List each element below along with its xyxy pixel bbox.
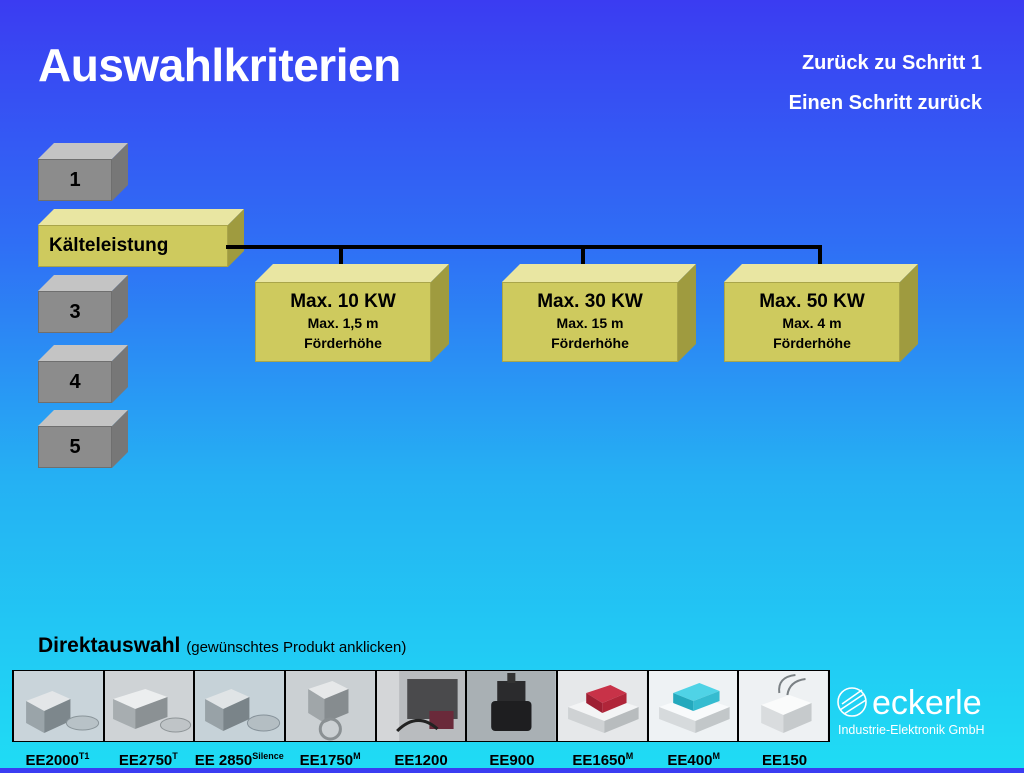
option-power: Max. 50 KW <box>759 291 865 312</box>
product-thumb-ee2750[interactable] <box>104 671 194 741</box>
product-suffix: T1 <box>78 751 90 761</box>
pump-image-icon <box>104 671 194 741</box>
option-power: Max. 10 KW <box>290 291 396 312</box>
product-name: EE400 <box>667 752 713 769</box>
step-current-kaelteleistung[interactable]: Kälteleistung <box>38 209 244 267</box>
box-side <box>112 345 128 403</box>
box-side <box>112 410 128 468</box>
product-name: EE1650 <box>572 752 626 769</box>
option-unit: Förderhöhe <box>304 335 382 351</box>
box-side <box>228 209 244 267</box>
box-side <box>112 143 128 201</box>
product-thumb-ee1200[interactable] <box>376 671 466 741</box>
step-3-label: 3 <box>38 291 112 333</box>
product-thumb-ee1650[interactable] <box>558 671 647 741</box>
step-current-label: Kälteleistung <box>38 225 228 267</box>
pump-image-icon <box>558 671 647 741</box>
box-top <box>38 143 128 159</box>
box-top <box>38 209 244 225</box>
option-30kw-button[interactable]: Max. 30 KW Max. 15 m Förderhöhe <box>502 264 696 362</box>
product-thumb-ee2000[interactable] <box>14 671 103 741</box>
product-label-ee2000[interactable]: EE2000T1 <box>12 744 103 769</box>
brand-name: eckerle <box>872 684 982 722</box>
pump-image-icon <box>648 671 738 741</box>
product-suffix: M <box>353 751 361 761</box>
direct-selection-heading: Direktauswahl (gewünschtes Produkt ankli… <box>38 634 406 658</box>
back-one-step-link[interactable]: Einen Schritt zurück <box>788 92 982 114</box>
product-label-ee2850[interactable]: EE 2850Silence <box>194 744 285 769</box>
back-to-step1-link[interactable]: Zurück zu Schritt 1 <box>801 52 982 74</box>
product-suffix: T <box>172 751 178 761</box>
box-side <box>900 264 918 362</box>
step-1-button[interactable]: 1 <box>38 143 128 201</box>
direct-selection-title: Direktauswahl <box>38 634 181 657</box>
product-name: EE150 <box>762 752 808 769</box>
brand-subtitle: Industrie-Elektronik GmbH <box>838 723 985 737</box>
pump-image-icon <box>14 671 103 741</box>
box-top <box>255 264 449 282</box>
page-title: Auswahlkriterien <box>38 39 401 91</box>
pump-image-icon <box>467 671 557 741</box>
option-10kw-button[interactable]: Max. 10 KW Max. 1,5 m Förderhöhe <box>255 264 449 362</box>
option-unit: Förderhöhe <box>773 335 851 351</box>
pump-image-icon <box>286 671 375 741</box>
product-label-row: EE2000T1 EE2750T EE 2850Silence EE1750M … <box>12 744 830 769</box>
product-suffix: Silence <box>252 751 284 761</box>
option-height: Max. 1,5 m <box>307 315 379 331</box>
step-5-button[interactable]: 5 <box>38 410 128 468</box>
direct-selection-hint: (gewünschtes Produkt anklicken) <box>186 639 407 656</box>
product-label-ee1750[interactable]: EE1750M <box>285 744 376 769</box>
box-top <box>502 264 696 282</box>
product-name: EE900 <box>489 752 535 769</box>
option-50kw-button[interactable]: Max. 50 KW Max. 4 m Förderhöhe <box>724 264 918 362</box>
option-unit: Förderhöhe <box>551 335 629 351</box>
option-face: Max. 50 KW Max. 4 m Förderhöhe <box>724 282 900 362</box>
product-thumb-ee150[interactable] <box>739 671 829 741</box>
product-label-ee2750[interactable]: EE2750T <box>103 744 194 769</box>
option-face: Max. 30 KW Max. 15 m Förderhöhe <box>502 282 678 362</box>
pump-image-icon <box>195 671 285 741</box>
product-label-ee1650[interactable]: EE1650M <box>557 744 648 769</box>
box-top <box>38 275 128 291</box>
product-suffix: M <box>712 751 720 761</box>
product-thumb-ee900[interactable] <box>467 671 557 741</box>
product-name: EE2000 <box>25 752 79 769</box>
box-top <box>38 345 128 361</box>
product-label-ee900[interactable]: EE900 <box>466 744 557 769</box>
pump-image-icon <box>376 671 466 741</box>
box-side <box>678 264 696 362</box>
eckerle-logo: eckerle Industrie-Elektronik GmbH <box>837 684 985 737</box>
product-thumb-ee1750[interactable] <box>286 671 375 741</box>
box-side <box>112 275 128 333</box>
option-height: Max. 4 m <box>782 315 842 331</box>
step-1-label: 1 <box>38 159 112 201</box>
box-top <box>38 410 128 426</box>
product-name: EE 2850 <box>194 752 253 769</box>
product-thumbnail-strip <box>12 670 830 742</box>
product-label-ee1200[interactable]: EE1200 <box>376 744 467 769</box>
option-height: Max. 15 m <box>556 315 624 331</box>
product-name: EE2750 <box>118 752 173 769</box>
box-top <box>724 264 918 282</box>
product-name: EE1200 <box>394 752 448 769</box>
step-4-label: 4 <box>38 361 112 403</box>
eckerle-swirl-icon <box>837 687 867 717</box>
product-name: EE1750 <box>299 752 354 769</box>
product-label-ee400[interactable]: EE400M <box>648 744 739 769</box>
option-power: Max. 30 KW <box>537 291 643 312</box>
box-side <box>431 264 449 362</box>
step-5-label: 5 <box>38 426 112 468</box>
product-thumb-ee2850[interactable] <box>195 671 285 741</box>
product-thumb-ee400[interactable] <box>648 671 738 741</box>
step-3-button[interactable]: 3 <box>38 275 128 333</box>
product-suffix: M <box>625 751 634 761</box>
step-4-button[interactable]: 4 <box>38 345 128 403</box>
option-face: Max. 10 KW Max. 1,5 m Förderhöhe <box>255 282 431 362</box>
product-label-ee150[interactable]: EE150 <box>739 744 830 769</box>
pump-image-icon <box>739 671 829 741</box>
